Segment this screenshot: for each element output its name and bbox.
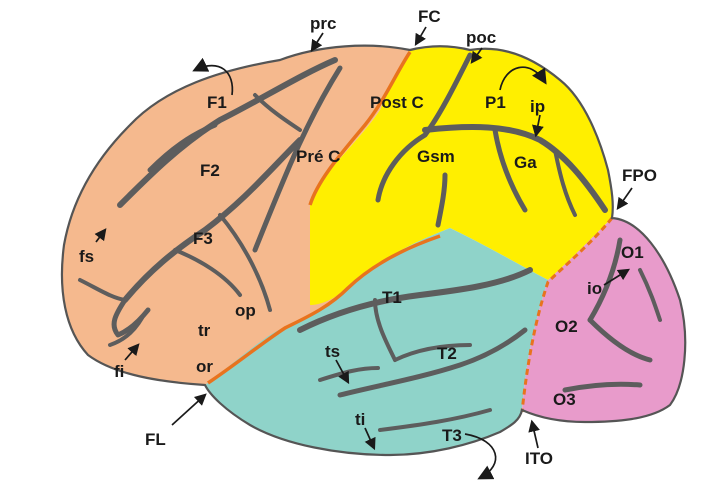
label-fc: FC [418, 7, 441, 26]
inferior-frontal-sulcus [122, 137, 303, 303]
parietal-branch-1 [553, 148, 577, 217]
label-op: op [235, 301, 256, 320]
label-f2: F2 [200, 161, 220, 180]
arrow-ts [335, 359, 350, 385]
frontal-branch-1 [147, 122, 218, 173]
temporal-branch-2 [393, 343, 472, 362]
ga-sulcus [492, 127, 528, 213]
frontal-branch-7 [108, 316, 144, 347]
arrow-p1-curved [499, 66, 547, 91]
frontal-branch-4 [173, 248, 242, 297]
temporal-branch-3 [318, 366, 380, 382]
arrow-prc [310, 32, 324, 52]
label-fpo: FPO [622, 166, 657, 185]
label-o3: O3 [553, 390, 576, 409]
sulci [78, 52, 662, 432]
precentral-sulcus [252, 65, 343, 253]
label-t1: T1 [382, 288, 402, 307]
label-post-c: Post C [370, 93, 424, 112]
arrow-fl [171, 393, 207, 426]
label-gsm: Gsm [417, 147, 455, 166]
frontal-branch-6 [78, 278, 127, 302]
occipital-sulcus-2 [587, 317, 653, 363]
arrow-fs [94, 228, 107, 243]
label-tr: tr [198, 321, 211, 340]
label-ito: ITO [525, 449, 553, 468]
arrow-fc [414, 26, 427, 47]
label-or: or [196, 357, 213, 376]
arrow-io [603, 268, 631, 286]
frontal-branch-2 [253, 93, 302, 132]
temporal-branch-1 [373, 298, 397, 362]
temporal-lobe [205, 228, 548, 455]
frontal-branch-3 [218, 213, 272, 312]
superior-frontal-sulcus [117, 57, 338, 208]
label-fl: FL [145, 430, 166, 449]
arrow-f1-curved [192, 57, 234, 96]
occipital-sulcus-4 [638, 268, 662, 322]
label-fi: fi [114, 362, 124, 381]
arrow-ti [364, 427, 376, 451]
label-f3: F3 [193, 229, 213, 248]
parietal-lobe [310, 46, 613, 305]
arrow-fpo [616, 187, 633, 210]
intraparietal-sulcus [422, 124, 608, 213]
sylvian-fissure-edge [207, 234, 441, 385]
brain-outline [60, 44, 687, 457]
label-ts: ts [325, 342, 340, 361]
temporal-branch-4 [378, 408, 492, 432]
gsm-sulcus [435, 172, 448, 228]
occipital-sulcus-3 [562, 381, 643, 393]
label-pre-c: Pré C [296, 147, 340, 166]
arrow-fi [124, 343, 140, 361]
label-ga: Ga [514, 153, 537, 172]
superior-temporal-sulcus [297, 267, 533, 333]
central-sulcus-edge [308, 51, 412, 206]
arrow-t3-curved [464, 433, 497, 480]
label-io: io [587, 279, 602, 298]
inferior-temporal-sulcus [337, 327, 528, 398]
pointer-arrows [94, 26, 633, 480]
labels: prc FC poc F1 Post C P1 ip Pré C F2 Gsm … [79, 7, 657, 468]
label-poc: poc [466, 28, 496, 47]
arrow-ip [532, 114, 544, 138]
label-prc: prc [310, 14, 336, 33]
label-p1: P1 [485, 93, 506, 112]
arrow-ito [528, 419, 540, 449]
label-o1: O1 [621, 243, 644, 262]
label-fs: fs [79, 247, 94, 266]
label-t2: T2 [437, 344, 457, 363]
arrow-poc [470, 47, 483, 64]
ito-edge [520, 217, 614, 413]
label-t3: T3 [442, 426, 462, 445]
label-f1: F1 [207, 93, 227, 112]
label-o2: O2 [555, 317, 578, 336]
postcentral-sulcus [375, 52, 473, 203]
label-ti: ti [355, 410, 365, 429]
label-ip: ip [530, 97, 545, 116]
